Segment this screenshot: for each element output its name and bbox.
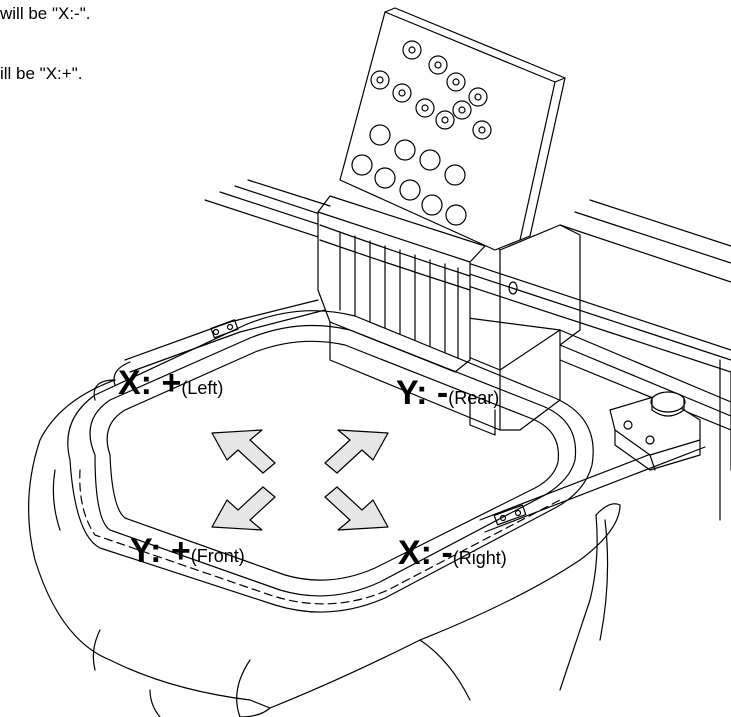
label-x-plus-key: X: + bbox=[118, 364, 181, 402]
direction-arrows bbox=[212, 430, 388, 530]
arrow-down-right bbox=[325, 487, 388, 530]
label-y-plus-key: Y: + bbox=[130, 532, 191, 570]
arrow-up-right bbox=[325, 430, 388, 473]
label-x-plus-sub: (Left) bbox=[181, 378, 223, 398]
label-x-minus-sub: (Right) bbox=[453, 548, 507, 568]
hoop-bracket bbox=[610, 392, 700, 470]
label-y-minus-rear: Y: -(Rear) bbox=[396, 376, 499, 410]
label-y-minus-sub: (Rear) bbox=[448, 388, 499, 408]
label-y-plus-front: Y: +(Front) bbox=[130, 534, 245, 568]
fabric bbox=[29, 380, 620, 717]
label-x-minus-key: X: - bbox=[398, 534, 453, 572]
tension-panel bbox=[340, 8, 565, 250]
label-x-minus-right: X: -(Right) bbox=[398, 536, 507, 570]
arrow-down-left bbox=[212, 487, 275, 530]
label-x-plus-left: X: +(Left) bbox=[118, 366, 223, 400]
label-y-plus-sub: (Front) bbox=[191, 546, 245, 566]
label-y-minus-key: Y: - bbox=[396, 374, 448, 412]
arrow-up-left bbox=[212, 430, 275, 473]
